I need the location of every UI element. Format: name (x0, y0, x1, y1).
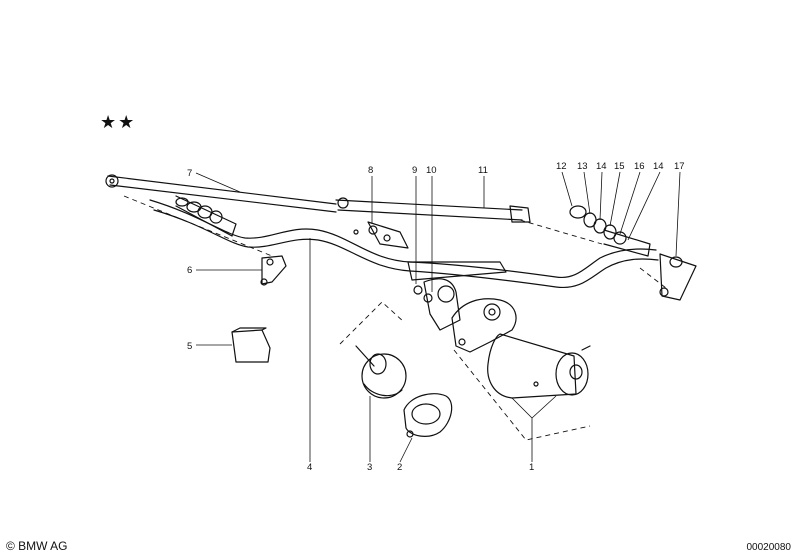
part-11-drive-rod (335, 197, 531, 223)
part-17-bracket (659, 253, 697, 301)
callout-5: 5 (187, 341, 192, 352)
callout-14b: 14 (653, 161, 664, 172)
callout-8: 8 (368, 165, 373, 176)
callout-16: 16 (634, 161, 645, 172)
part-7-drive-rod (105, 174, 337, 213)
copyright-label: © BMW AG (6, 539, 68, 553)
callout-12: 12 (556, 161, 567, 172)
callout-17: 17 (674, 161, 685, 172)
diagram-number: 00020080 (746, 542, 792, 553)
right-spindle-bearing (569, 205, 651, 257)
callout-1: 1 (529, 462, 534, 473)
left-spindle-bearing (175, 195, 237, 237)
callout-15: 15 (614, 161, 625, 172)
callout-11: 11 (478, 165, 488, 176)
callout-6: 6 (187, 265, 192, 276)
callout-14a: 14 (596, 161, 607, 172)
part-3-worm-gear (355, 345, 407, 399)
motor-mounting-plate (423, 278, 461, 331)
part-2-gear-cover (403, 393, 453, 438)
part-6-bracket (260, 255, 287, 286)
callout-3: 3 (367, 462, 372, 473)
part-9-10-fasteners (413, 285, 433, 303)
part-4-wiper-frame (149, 199, 659, 289)
callout-2: 2 (397, 462, 402, 473)
callout-10: 10 (426, 165, 437, 176)
callout-13: 13 (577, 161, 588, 172)
callout-7: 7 (187, 168, 192, 179)
part-8-crank (353, 221, 409, 249)
callout-4: 4 (307, 462, 312, 473)
part-1-wiper-motor (451, 298, 591, 399)
callout-9: 9 (412, 165, 417, 176)
special-marking: ★★ (100, 112, 137, 133)
part-5-buffer (231, 327, 271, 363)
